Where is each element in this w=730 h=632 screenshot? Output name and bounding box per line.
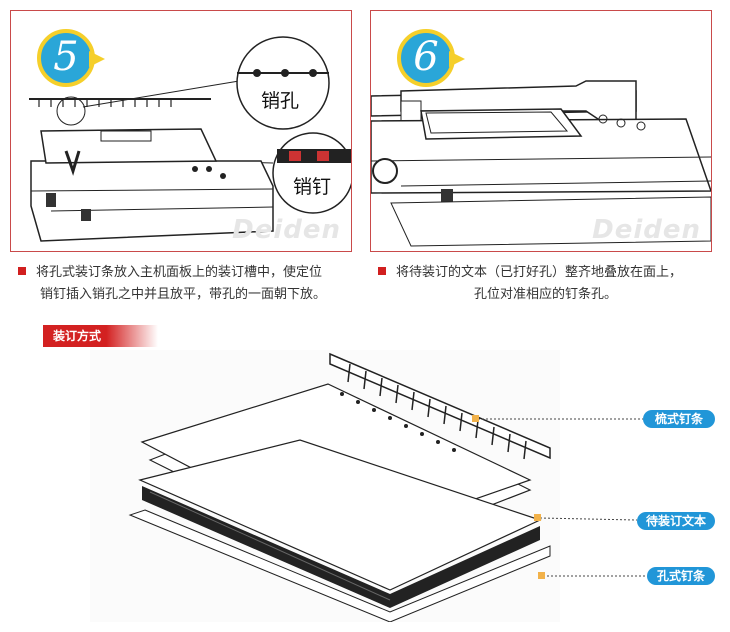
step-5-caption-line2: 销钉插入销孔之中并且放平，带孔的一面朝下放。 — [40, 287, 327, 302]
step-5-caption: 将孔式装订条放入主机面板上的装订槽中，使定位 销钉插入销孔之中并且放平，带孔的一… — [18, 262, 358, 306]
comb-strip-label: 梳式钉条 — [643, 410, 715, 428]
bullet-icon — [378, 267, 386, 275]
pin-hole-label: 销孔 — [261, 90, 299, 112]
step-6-panel: 6 Deiden — [370, 10, 712, 252]
step-5-illustration: 销孔 销钉 — [29, 36, 351, 242]
document-label: 待装订文本 — [637, 512, 715, 530]
binding-method-title: 装订方式 — [43, 325, 158, 347]
step-5-badge: 5 — [37, 29, 105, 87]
step-6-caption-line2: 孔位对准相应的钉条孔。 — [474, 287, 618, 302]
step-5-panel: 销孔 销钉 5 Deiden — [10, 10, 352, 252]
watermark: Deiden — [232, 215, 341, 245]
document-marker — [534, 514, 541, 521]
watermark: Deiden — [592, 215, 701, 245]
binding-illustration — [128, 352, 551, 623]
bullet-icon — [18, 267, 26, 275]
step-6-illustration — [371, 80, 711, 247]
pin-label: 销钉 — [293, 176, 331, 198]
step-6-badge: 6 — [397, 29, 465, 87]
step-6-caption-line1: 将待装订的文本（已打好孔）整齐地叠放在面上， — [396, 265, 683, 280]
step-5-caption-line1: 将孔式装订条放入主机面板上的装订槽中，使定位 — [36, 265, 323, 280]
step-6-caption: 将待装订的文本（已打好孔）整齐地叠放在面上， 孔位对准相应的钉条孔。 — [378, 262, 718, 306]
comb-strip-marker — [472, 415, 479, 422]
binding-diagram — [90, 350, 560, 623]
hole-strip-marker — [538, 572, 545, 579]
hole-strip-label: 孔式钉条 — [647, 567, 715, 585]
